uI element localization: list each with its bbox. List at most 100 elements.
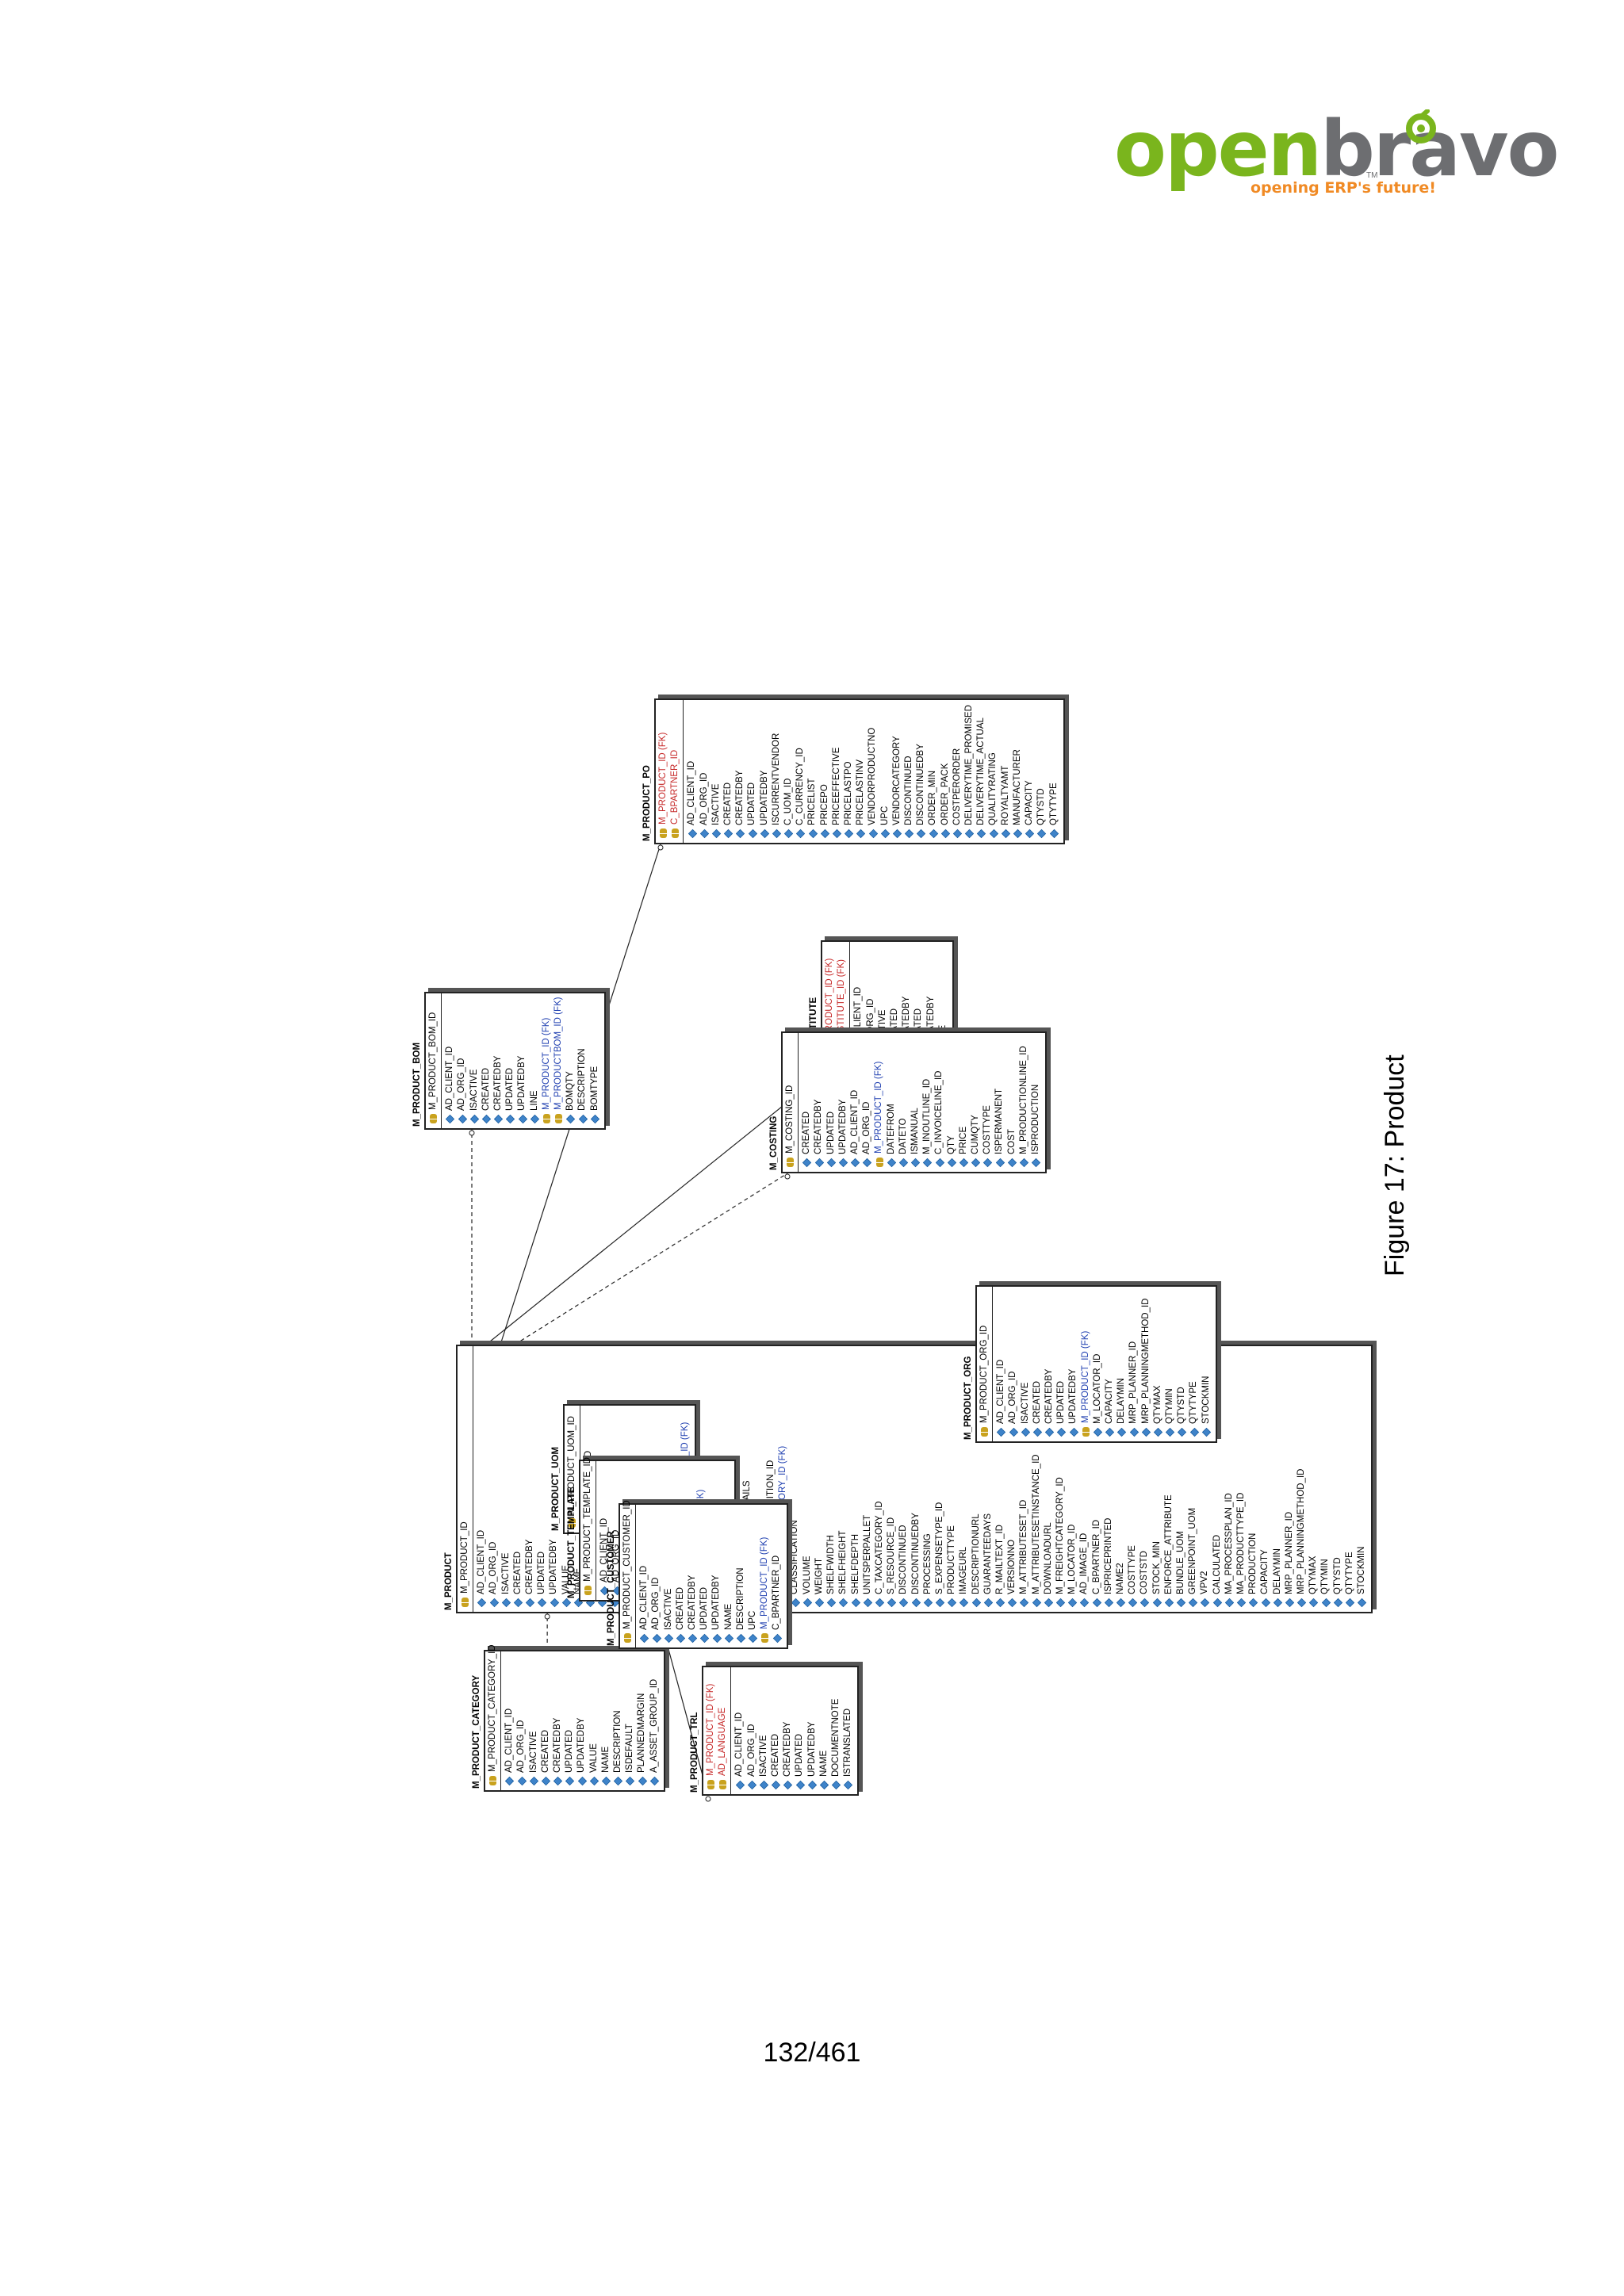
column-label: COST	[1006, 1129, 1017, 1154]
column-label: C_BPARTNER_ID	[772, 1555, 782, 1630]
column-diamond-icon	[959, 1158, 969, 1168]
column-diamond-icon	[772, 828, 782, 839]
column-label: CREATED	[1032, 1380, 1042, 1424]
column-label: CREATED	[540, 1729, 550, 1773]
logo-wordmark: openbravo	[1114, 109, 1560, 189]
column-diamond-icon	[1032, 1598, 1041, 1608]
column-diamond-icon	[772, 1633, 782, 1644]
column-diamond-icon	[1297, 1598, 1307, 1608]
column-diamond-icon	[1037, 828, 1047, 839]
column-label: AD_IMAGE_ID	[1079, 1533, 1090, 1594]
table-column: WEIGHT	[814, 1351, 825, 1608]
column-diamond-icon	[1001, 828, 1010, 839]
column-label: SHELFWIDTH	[826, 1535, 837, 1594]
column-label: DESCRIPTION	[577, 1048, 588, 1111]
column-diamond-icon	[711, 828, 722, 839]
column-diamond-icon	[851, 1158, 860, 1168]
column-label: DOCUMENTNOTE	[831, 1698, 841, 1777]
table-column: SHELFWIDTH	[825, 1351, 837, 1608]
table-column: QTYTYPE	[1344, 1351, 1356, 1608]
column-diamond-icon	[494, 1114, 504, 1124]
column-label: M_PRODUCT_ID (FK)	[706, 1683, 715, 1776]
table-column: UNITSPERPALLET	[862, 1351, 874, 1608]
column-diamond-icon	[506, 1114, 515, 1124]
column-label: PRICEPO	[819, 784, 829, 825]
column-diamond-icon	[784, 828, 794, 839]
table-column: AD_ORG_ID	[699, 705, 710, 839]
column-diamond-icon	[905, 828, 914, 839]
column-diamond-icon	[977, 828, 986, 839]
column-label: M_PRODUCTIONLINE_ID	[1018, 1046, 1028, 1154]
table-column: MRP_PLANNINGMETHOD_ID	[1296, 1351, 1308, 1608]
column-diamond-icon	[923, 1598, 933, 1608]
table-column: QTYSTD	[1176, 1292, 1188, 1437]
column-diamond-icon	[699, 828, 709, 839]
column-label: PRICEEFFECTIVE	[831, 747, 841, 825]
column-label: CALCULATED	[1212, 1534, 1222, 1594]
column-label: DISCONTINUEDBY	[916, 744, 926, 825]
column-label: CREATED	[512, 1551, 523, 1594]
table-column: ISTRANSLATED	[842, 1672, 854, 1790]
column-label: AD_CLIENT_ID	[445, 1046, 455, 1111]
table-column: UPDATED	[564, 1656, 576, 1786]
table-title: M_PRODUCT_ORG	[963, 1356, 973, 1440]
column-diamond-icon	[1176, 1598, 1186, 1608]
column-diamond-icon	[530, 1114, 539, 1124]
table-column: UPDATEDBY	[516, 998, 528, 1124]
column-label: CREATEDBY	[493, 1055, 504, 1111]
column-label: DESCRIPTION	[613, 1710, 623, 1773]
table-column: DELIVERYTIME_ACTUAL	[975, 705, 987, 839]
column-label: QTYMIN	[1320, 1559, 1331, 1594]
table-column: PRODUCTION	[1247, 1351, 1259, 1608]
column-diamond-icon	[892, 828, 902, 839]
table-primary-key: M_PRODUCT_ID (FK)C_BPARTNER_ID	[656, 700, 684, 843]
table-column: STOCKMIN	[1201, 1292, 1212, 1437]
column-label: DESCRIPTION	[735, 1567, 745, 1630]
column-diamond-icon	[983, 1158, 993, 1168]
column-label: UPDATEDBY	[576, 1717, 587, 1773]
table-column: NAME	[818, 1672, 830, 1790]
column-diamond-icon	[760, 828, 769, 839]
column-label: QTY	[946, 1135, 956, 1154]
table-column: AD_CLIENT_ID	[504, 1656, 515, 1786]
column-label: MA_PRODUCTTYPE_ID	[1236, 1492, 1246, 1594]
column-label: ENFORCE_ATTRIBUTE	[1163, 1494, 1174, 1594]
column-diamond-icon	[505, 1776, 515, 1786]
column-diamond-icon	[529, 1776, 538, 1786]
table-column: M_PRODUCT_ID (FK)	[541, 998, 553, 1123]
column-diamond-icon	[1007, 1158, 1017, 1168]
column-label: DELAYMIN	[1272, 1548, 1282, 1594]
column-diamond-icon	[820, 828, 829, 839]
column-label: UPDATED	[825, 1111, 836, 1154]
table-column: AD_ORG_ID	[456, 998, 468, 1124]
column-diamond-icon	[1020, 1598, 1029, 1608]
column-diamond-icon	[541, 1776, 551, 1786]
column-diamond-icon	[1333, 1598, 1342, 1608]
column-label: DESCRIPTIONURL	[971, 1513, 981, 1594]
table-primary-key: M_PRODUCT_TEMPLATE_ID	[580, 1457, 597, 1600]
table-column: S_RESOURCE_ID	[886, 1351, 898, 1608]
column-label: AD_CLIENT_ID	[477, 1529, 487, 1594]
column-diamond-icon	[489, 1598, 499, 1608]
column-label: M_COSTING_ID	[785, 1085, 795, 1154]
column-diamond-icon	[839, 1598, 848, 1608]
column-label: UPDATED	[795, 1733, 805, 1777]
logo-trademark: TM	[1366, 171, 1378, 180]
logo-tagline: opening ERP's future!	[1251, 179, 1436, 197]
column-diamond-icon	[759, 1780, 769, 1790]
primary-key-column: M_PRODUCT_TEMPLATE_ID	[582, 1457, 594, 1595]
column-label: ORDER_PACK	[940, 763, 950, 825]
table-column: SHELFDEPTH	[850, 1351, 862, 1608]
column-diamond-icon	[1019, 1158, 1029, 1168]
column-label: NAME2	[1115, 1563, 1125, 1594]
column-diamond-icon	[1128, 1598, 1138, 1608]
table-column: UPDATEDBY	[837, 1038, 849, 1168]
column-diamond-icon	[1129, 1427, 1139, 1437]
table-column: C_CURRENCY_ID	[795, 705, 806, 839]
table-primary-key: M_PRODUCT_ORG_ID	[977, 1287, 994, 1441]
column-label: UPDATED	[699, 1586, 710, 1630]
